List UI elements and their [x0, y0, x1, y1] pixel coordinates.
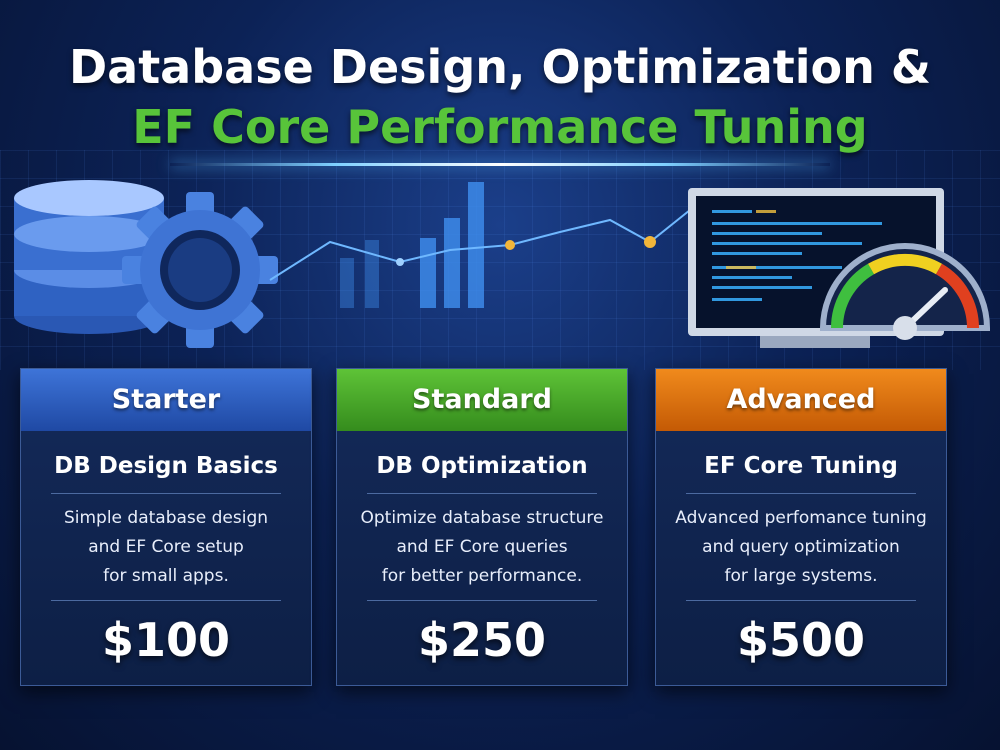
page-title-line-1: Database Design, Optimization &	[68, 40, 932, 94]
plan-price: $500	[736, 613, 866, 667]
plan-description: Advanced perfomance tuning and query opt…	[656, 504, 946, 594]
divider	[51, 600, 281, 601]
divider	[367, 600, 597, 601]
plan-tier-label: Advanced	[656, 369, 946, 431]
description-line: Optimize database structure	[360, 508, 604, 528]
divider	[686, 600, 916, 601]
divider	[51, 493, 281, 494]
description-line: and EF Core setup	[88, 537, 244, 557]
description-line: for large systems.	[724, 566, 878, 586]
page-title-line-2: EF Core Performance Tuning	[132, 100, 868, 154]
description-line: Simple database design	[63, 508, 269, 528]
description-line: and query optimization	[702, 537, 900, 557]
plan-card-starter[interactable]: Starter DB Design Basics Simple database…	[20, 368, 312, 686]
plan-name: DB Optimization	[376, 453, 588, 479]
plan-name: EF Core Tuning	[704, 453, 898, 479]
plan-name: DB Design Basics	[54, 453, 278, 479]
plan-tier-label: Standard	[337, 369, 627, 431]
divider	[367, 493, 597, 494]
divider	[686, 493, 916, 494]
description-line: for small apps.	[103, 566, 229, 586]
bar-chart-icon	[340, 182, 484, 308]
description-line: Advanced perfomance tuning	[675, 508, 927, 528]
plan-description: Optimize database structure and EF Core …	[337, 504, 627, 594]
description-line: and EF Core queries	[396, 537, 568, 557]
description-line: for better performance.	[381, 566, 583, 586]
plan-description: Simple database design and EF Core setup…	[21, 504, 311, 594]
plan-card-advanced[interactable]: Advanced EF Core Tuning Advanced perfoma…	[655, 368, 947, 686]
hero-illustration	[14, 180, 991, 348]
speedometer-icon	[819, 243, 991, 340]
plan-card-standard[interactable]: Standard DB Optimization Optimize databa…	[336, 368, 628, 686]
title-glow-divider	[170, 163, 830, 166]
plan-tier-label: Starter	[21, 369, 311, 431]
plan-price: $100	[101, 613, 231, 667]
plan-price: $250	[417, 613, 547, 667]
gear-icon	[122, 192, 278, 348]
